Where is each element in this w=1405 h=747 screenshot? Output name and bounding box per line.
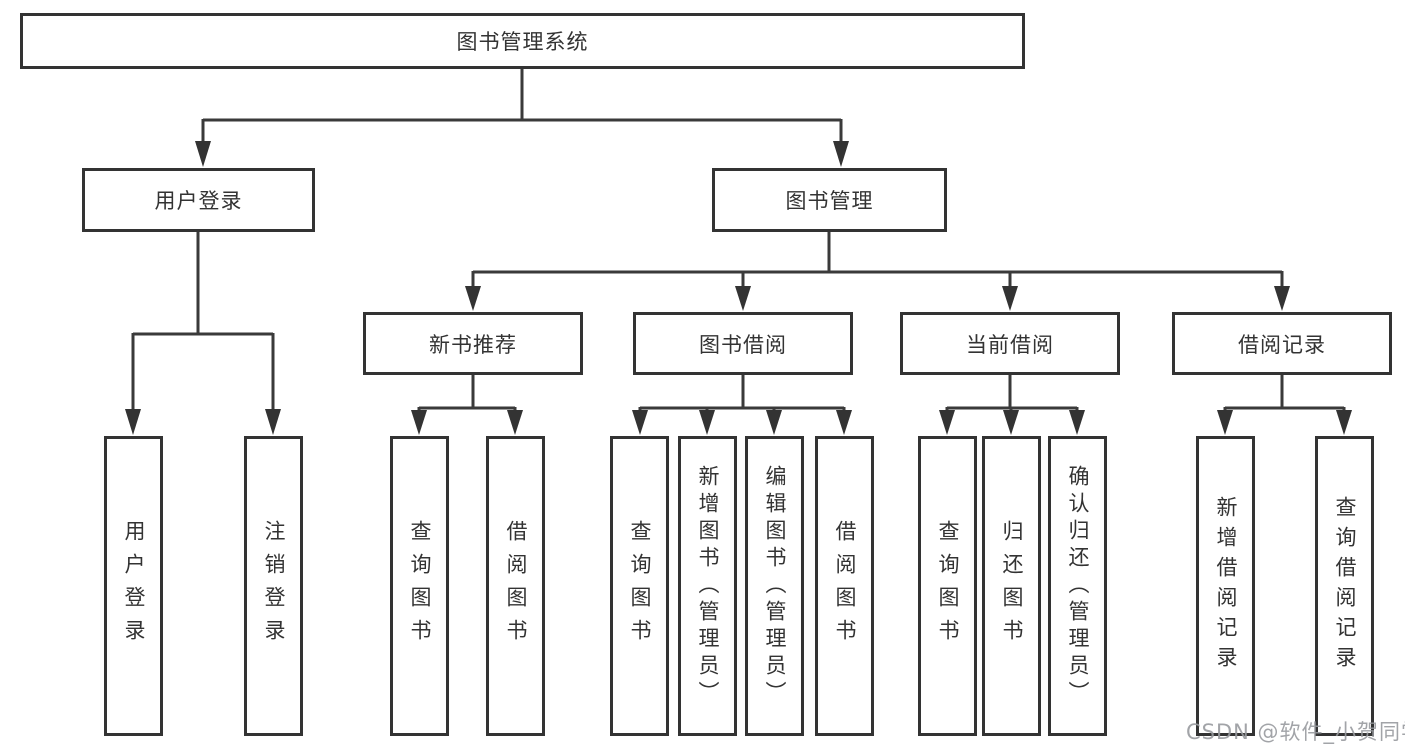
node-system-root: 图书管理系统	[20, 13, 1025, 69]
leaf-confirm-return-admin: 确认归还（管理员）	[1048, 436, 1107, 736]
node-book-management: 图书管理	[712, 168, 947, 232]
leaf-query-books-borrow: 查询图书	[610, 436, 669, 736]
leaf-label: 借阅图书	[504, 520, 528, 652]
arrowheads	[125, 141, 1352, 435]
leaf-label: 确认归还（管理员）	[1066, 464, 1090, 708]
leaf-label: 借阅图书	[833, 520, 857, 652]
leaf-label: 查询借阅记录	[1333, 496, 1357, 676]
csdn-watermark: CSDN @软件_小贺同学	[1186, 720, 1405, 744]
leaf-borrow-books: 借阅图书	[815, 436, 874, 736]
leaf-label: 归还图书	[1000, 520, 1024, 652]
node-borrow-records: 借阅记录	[1172, 312, 1392, 375]
node-current-borrow: 当前借阅	[900, 312, 1120, 375]
leaf-query-books-recommend: 查询图书	[390, 436, 449, 736]
node-book-borrow: 图书借阅	[633, 312, 853, 375]
leaf-return-books: 归还图书	[982, 436, 1041, 736]
leaf-label: 查询图书	[408, 520, 432, 652]
leaf-query-borrow-record: 查询借阅记录	[1315, 436, 1374, 736]
node-user-login: 用户登录	[82, 168, 315, 232]
leaf-label: 用户登录	[122, 520, 146, 652]
leaf-label: 查询图书	[936, 520, 960, 652]
leaf-edit-books-admin: 编辑图书（管理员）	[745, 436, 804, 736]
leaf-query-books-current: 查询图书	[918, 436, 977, 736]
node-new-book-recommend: 新书推荐	[363, 312, 583, 375]
leaf-user-login: 用户登录	[104, 436, 163, 736]
leaf-borrow-books-recommend: 借阅图书	[486, 436, 545, 736]
leaf-add-borrow-record: 新增借阅记录	[1196, 436, 1255, 736]
leaf-label: 新增借阅记录	[1214, 496, 1238, 676]
leaf-add-books-admin: 新增图书（管理员）	[678, 436, 737, 736]
leaf-label: 查询图书	[628, 520, 652, 652]
leaf-logout: 注销登录	[244, 436, 303, 736]
leaf-label: 注销登录	[262, 520, 286, 652]
leaf-label: 编辑图书（管理员）	[763, 464, 787, 708]
leaf-label: 新增图书（管理员）	[696, 464, 720, 708]
